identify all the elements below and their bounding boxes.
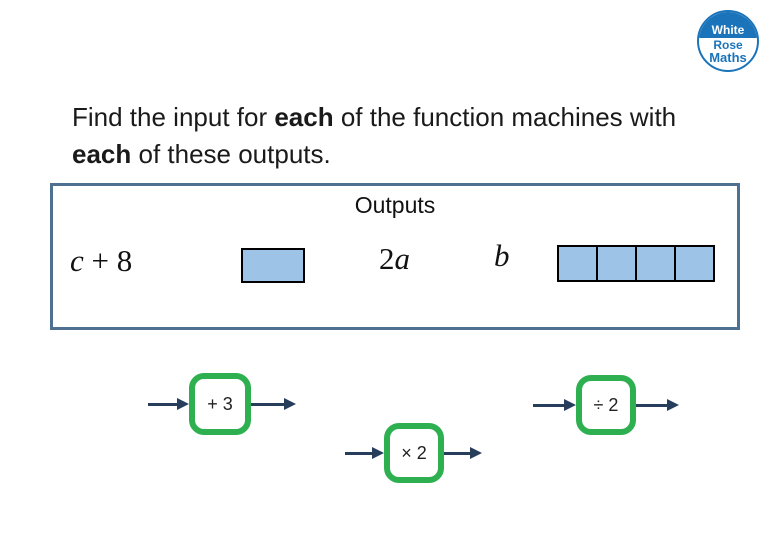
arrow-head-icon [284, 398, 296, 410]
logo-bottom-half: Rose Maths [699, 38, 757, 70]
arrow-shaft [533, 403, 564, 407]
arrow-shaft [251, 402, 284, 406]
arrow-shaft [345, 451, 372, 455]
text-segment: of the function machines with [333, 102, 677, 132]
expression-b: b [494, 238, 510, 274]
instruction-text: Find the input for each of the function … [72, 99, 720, 173]
arrow-head-icon [470, 447, 482, 459]
expression-2a: 2a [379, 241, 410, 277]
output-arrow [444, 447, 482, 459]
output-strip-cell [637, 247, 676, 280]
function-machine-divide-2: ÷ 2 [533, 375, 679, 435]
function-machine-times-2: × 2 [345, 423, 482, 483]
input-arrow [148, 398, 189, 410]
output-arrow [636, 399, 679, 411]
text-segment: each [274, 102, 334, 132]
arrow-shaft [444, 451, 470, 455]
logo-text-rose: Rose [713, 38, 743, 52]
logo-top-half: White [699, 12, 757, 38]
text-segment: c [70, 243, 84, 278]
text-segment: of these outputs. [131, 139, 331, 169]
output-strip [557, 245, 715, 282]
input-arrow [345, 447, 384, 459]
arrow-head-icon [177, 398, 189, 410]
logo-text-white: White [711, 23, 745, 37]
arrow-shaft [636, 403, 667, 407]
outputs-box: Outputs c + 8 2a b [50, 183, 740, 330]
text-segment: Find the input for [72, 102, 275, 132]
white-rose-maths-logo: White Rose Maths [697, 10, 759, 72]
text-segment: 2 [379, 241, 395, 276]
outputs-heading: Outputs [354, 192, 436, 218]
arrow-head-icon [564, 399, 576, 411]
output-strip-cell [676, 247, 713, 280]
machine-box-times-2: × 2 [384, 423, 444, 483]
arrow-head-icon [667, 399, 679, 411]
text-segment: b [494, 238, 510, 273]
output-arrow [251, 398, 296, 410]
function-machine-plus-3: + 3 [148, 373, 296, 435]
text-segment: each [72, 139, 132, 169]
arrow-head-icon [372, 447, 384, 459]
output-blank-rectangle [241, 248, 305, 283]
input-arrow [533, 399, 576, 411]
text-segment: + 8 [83, 243, 133, 278]
expression-c-plus-8: c + 8 [70, 243, 132, 279]
logo-text-maths: Maths [709, 50, 747, 65]
output-strip-cell [559, 247, 598, 280]
text-segment: a [394, 241, 411, 276]
machine-box-plus-3: + 3 [189, 373, 251, 435]
arrow-shaft [148, 402, 177, 406]
output-strip-cell [598, 247, 637, 280]
machine-box-divide-2: ÷ 2 [576, 375, 636, 435]
